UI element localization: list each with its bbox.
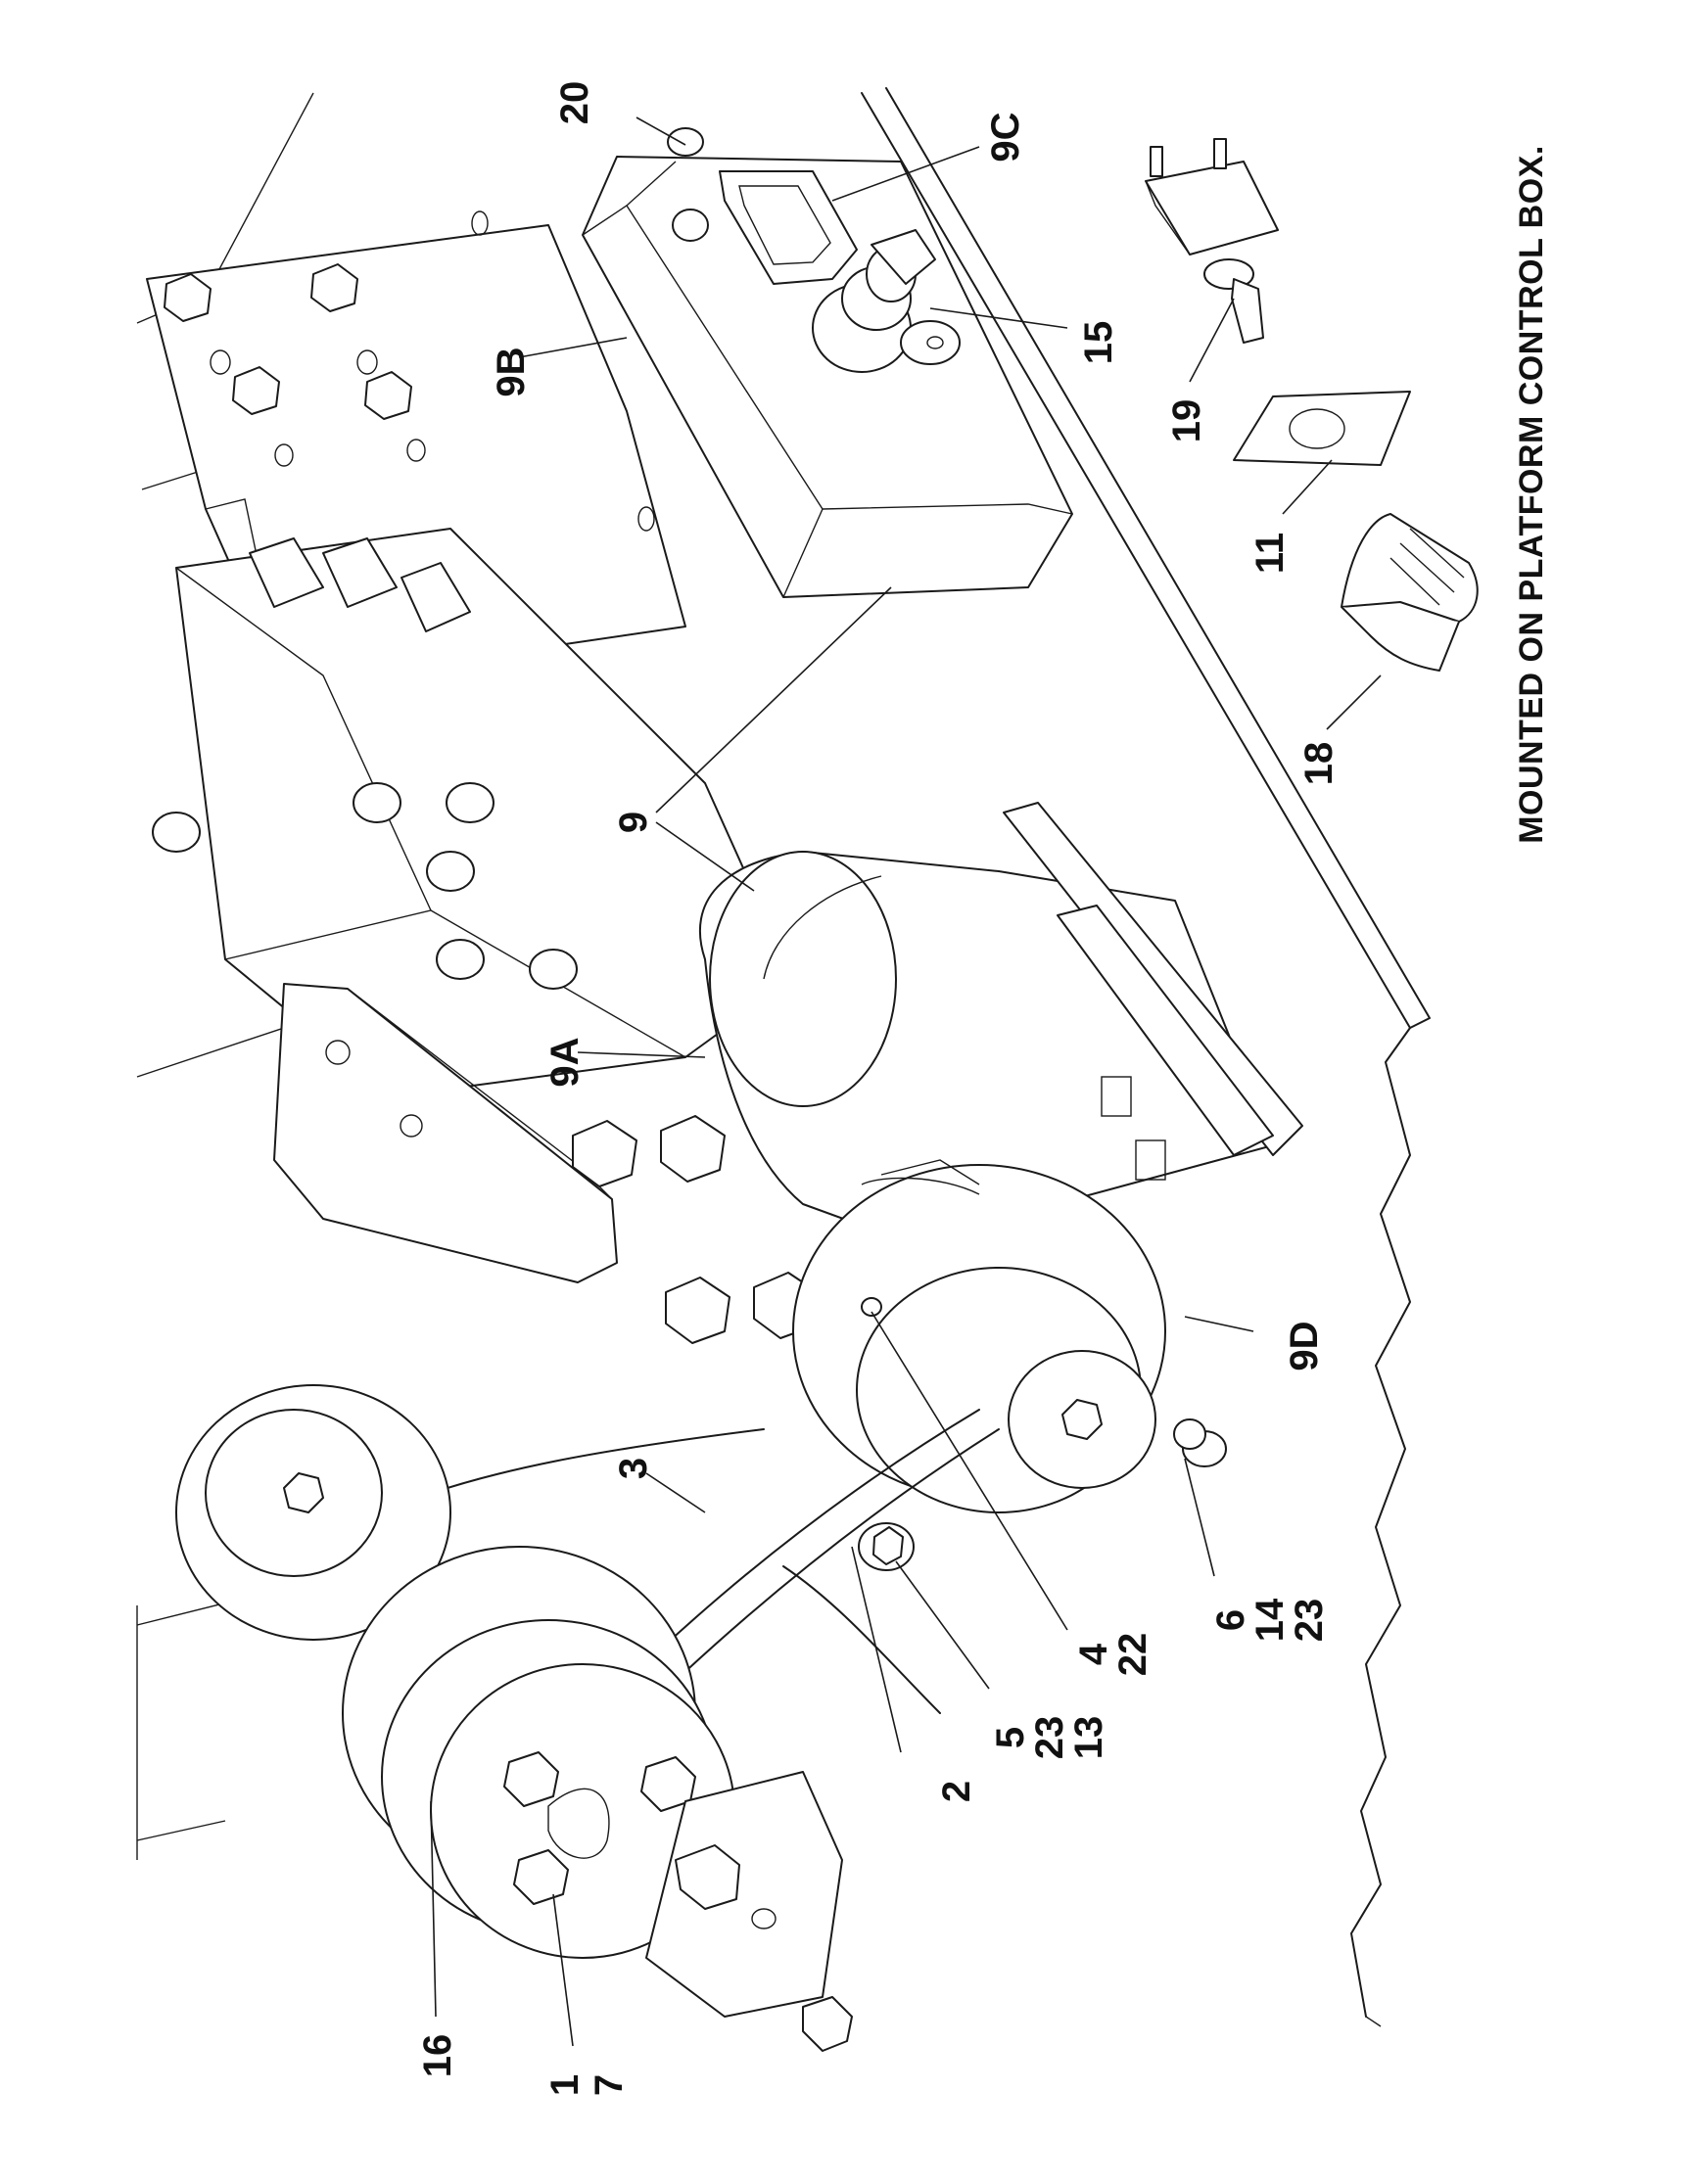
callout-13: 13 bbox=[1067, 1716, 1110, 1760]
key-switch bbox=[812, 229, 961, 373]
main-pulley bbox=[342, 1546, 735, 1959]
callout-9d: 9D bbox=[1283, 1321, 1326, 1371]
callout-14a: 14 bbox=[1248, 1598, 1292, 1642]
mounting-note: MOUNTED ON PLATFORM CONTROL BOX. bbox=[1513, 145, 1550, 844]
motor-sheave bbox=[792, 1159, 1227, 1513]
callout-4: 4 bbox=[1072, 1643, 1115, 1665]
callout-23a: 23 bbox=[1288, 1599, 1331, 1643]
callout-1: 1 bbox=[543, 2074, 587, 2096]
chassis bbox=[152, 528, 794, 1097]
platform-control-box bbox=[582, 127, 1073, 598]
callout-15: 15 bbox=[1077, 321, 1120, 365]
bracket-bolts bbox=[164, 263, 412, 420]
motor-assembly bbox=[699, 802, 1303, 1244]
callout-16: 16 bbox=[416, 2034, 459, 2078]
callout-9c: 9C bbox=[984, 112, 1027, 162]
platform-edge bbox=[861, 87, 1431, 2027]
frame-washers bbox=[152, 782, 578, 990]
callout-3: 3 bbox=[612, 1458, 655, 1479]
rear-pulley bbox=[175, 1384, 451, 1641]
toggle-switch bbox=[1145, 138, 1279, 344]
callout-19: 19 bbox=[1165, 399, 1208, 443]
callout-20: 20 bbox=[553, 81, 596, 125]
switch-guard bbox=[1341, 513, 1479, 672]
hardware bbox=[858, 1297, 1206, 1571]
callout-7: 7 bbox=[588, 2074, 631, 2096]
callout-11: 11 bbox=[1248, 533, 1292, 574]
decal-plate bbox=[1233, 391, 1411, 466]
callouts: 20 9C 15 9B 19 11 18 9 9A 9D 3 6 14 23 4… bbox=[416, 81, 1341, 2096]
callout-22: 22 bbox=[1111, 1633, 1154, 1677]
callout-6: 6 bbox=[1209, 1609, 1252, 1631]
callout-5: 5 bbox=[989, 1727, 1032, 1748]
leader-lines bbox=[430, 116, 1382, 2047]
callout-9b: 9B bbox=[490, 347, 533, 396]
control-box-display bbox=[719, 170, 858, 285]
callout-9: 9 bbox=[612, 812, 655, 833]
callout-18: 18 bbox=[1297, 742, 1341, 786]
callout-2: 2 bbox=[935, 1781, 978, 1802]
callout-23b: 23 bbox=[1028, 1716, 1071, 1760]
pump-motor bbox=[645, 1771, 853, 2052]
callout-9a: 9A bbox=[543, 1037, 587, 1087]
